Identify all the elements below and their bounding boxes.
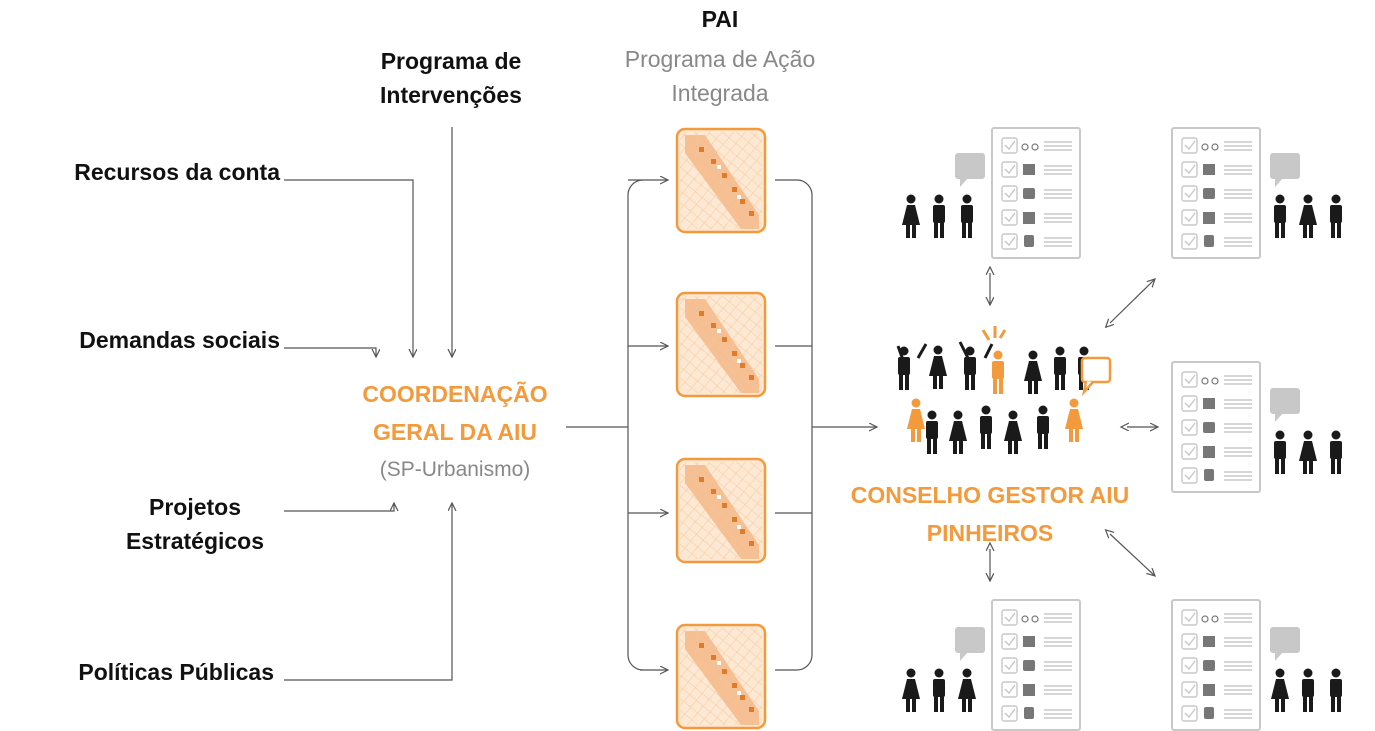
- pai-title: PAI: [701, 6, 739, 32]
- coordenacao-title: COORDENAÇÃO GERAL DA AIU: [362, 381, 548, 445]
- map-thumbnail-icon: [675, 291, 767, 398]
- speech-bubble-icon: [955, 153, 985, 187]
- conselho-title: CONSELHO GESTOR AIU PINHEIROS: [850, 482, 1130, 546]
- people-group-icon: [902, 127, 1081, 259]
- label-politicas-publicas: Políticas Públicas: [78, 659, 274, 685]
- checklist-icon: [991, 599, 1081, 731]
- people-group-icon: [1171, 361, 1342, 493]
- label-projetos-estrategicos: Projetos Estratégicos: [125, 494, 265, 554]
- map-thumbnail-icon: [675, 457, 767, 564]
- label-recursos-conta: Recursos da conta: [74, 159, 280, 185]
- label-demandas-sociais: Demandas sociais: [79, 327, 280, 353]
- speech-bubble-icon: [1270, 627, 1300, 661]
- map-thumbnail-icon: [675, 623, 767, 730]
- people-group-icon: [902, 599, 1081, 731]
- map-thumbnail-icon: [675, 127, 767, 234]
- checklist-icon: [1171, 127, 1261, 259]
- speech-bubble-icon: [955, 627, 985, 661]
- checklist-icon: [1171, 361, 1261, 493]
- speech-bubble-icon: [1270, 153, 1300, 187]
- speech-bubble-icon: [1080, 356, 1112, 397]
- pai-subtitle: Programa de Ação Integrada: [624, 46, 816, 106]
- label-programa-intervencoes: Programa de Intervenções: [380, 48, 522, 108]
- people-group-icon: [1171, 127, 1342, 259]
- coordenacao-subtitle: (SP-Urbanismo): [379, 458, 531, 481]
- speech-bubble-icon: [1270, 388, 1300, 422]
- people-group-icon: [1171, 599, 1342, 731]
- checklist-icon: [991, 127, 1081, 259]
- crowd-icon: [896, 326, 1112, 454]
- checklist-icon: [1171, 599, 1261, 731]
